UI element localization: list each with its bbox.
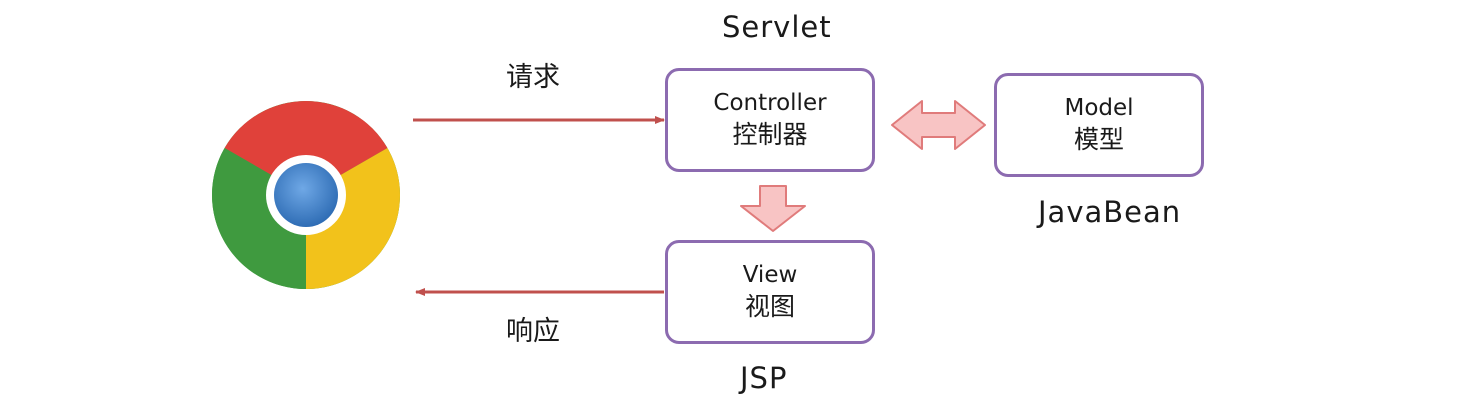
servlet-label: Servlet [722, 10, 832, 44]
view-box: View 视图 [665, 240, 875, 344]
controller-title: Controller [713, 89, 827, 116]
view-subtitle: 视图 [744, 291, 795, 321]
view-title: View [742, 261, 798, 288]
controller-subtitle: 控制器 [732, 119, 808, 149]
model-subtitle: 模型 [1073, 124, 1124, 154]
response-label: 响应 [506, 316, 560, 347]
chrome-icon [212, 101, 400, 289]
jsp-label: JSP [740, 361, 788, 395]
javabean-label: JavaBean [1038, 195, 1182, 229]
controller-view-down-arrow [740, 185, 806, 232]
model-box: Model 模型 [994, 73, 1204, 177]
controller-model-double-arrow [891, 100, 986, 150]
model-title: Model [1064, 94, 1134, 121]
request-label: 请求 [506, 62, 560, 93]
controller-box: Controller 控制器 [665, 68, 875, 172]
